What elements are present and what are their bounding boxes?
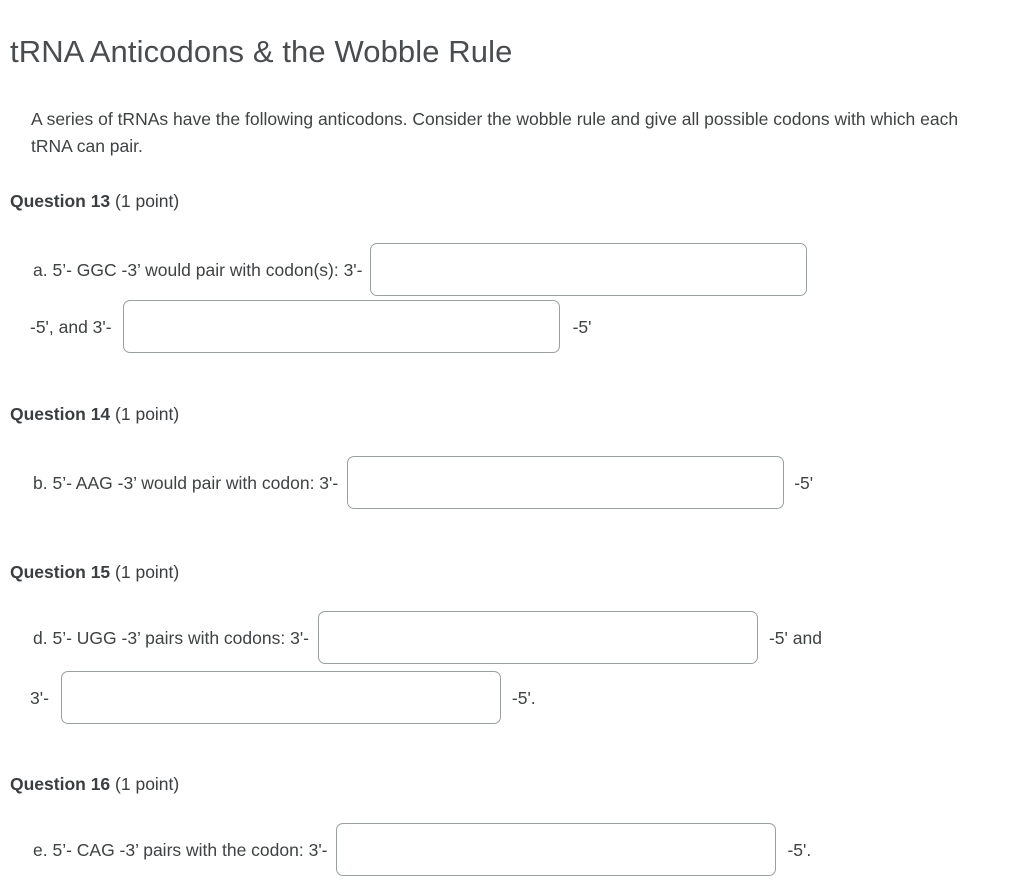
question-heading-15: Question 15 (1 point) (10, 560, 179, 584)
question-points-14: (1 point) (110, 404, 180, 424)
question-13-row-1: a. 5’- GGC -3’ would pair with codon(s):… (33, 243, 808, 296)
q15-row2-suffix: -5'. (511, 687, 536, 708)
question-13-row-2: -5', and 3'- -5' (30, 300, 592, 353)
q13-row1-prefix: a. 5’- GGC -3’ would pair with codon(s):… (33, 259, 363, 280)
question-15-row-2: 3'- -5'. (30, 671, 536, 724)
answer-input-16e-1[interactable] (336, 823, 777, 876)
question-label-13: Question 13 (10, 191, 111, 211)
question-label-15: Question 15 (10, 562, 111, 582)
question-16-row-1: e. 5’- CAG -3’ pairs with the codon: 3'-… (33, 823, 811, 876)
q15-row2-prefix: 3'- (30, 687, 49, 708)
answer-input-14b-1[interactable] (347, 456, 785, 509)
question-heading-16: Question 16 (1 point) (10, 772, 179, 796)
q16-row1-prefix: e. 5’- CAG -3’ pairs with the codon: 3'- (33, 839, 328, 860)
answer-input-15d-2[interactable] (60, 671, 501, 724)
question-label-16: Question 16 (10, 774, 111, 794)
q13-row2-suffix: -5' (572, 316, 592, 337)
answer-input-13a-1[interactable] (370, 243, 808, 296)
question-label-14: Question 14 (10, 404, 111, 424)
question-heading-13: Question 13 (1 point) (10, 189, 179, 213)
instructions-text: A series of tRNAs have the following ant… (31, 108, 959, 156)
question-points-13: (1 point) (110, 191, 180, 211)
answer-input-13a-2[interactable] (122, 300, 560, 353)
q15-row1-prefix: d. 5’- UGG -3’ pairs with codons: 3'- (33, 627, 309, 648)
answer-input-15d-1[interactable] (317, 611, 758, 664)
q15-row1-suffix: -5' and (768, 627, 822, 648)
q13-row2-prefix: -5', and 3'- (30, 316, 112, 337)
question-heading-14: Question 14 (1 point) (10, 402, 179, 426)
question-points-16: (1 point) (110, 774, 180, 794)
question-points-15: (1 point) (110, 562, 180, 582)
q14-row1-prefix: b. 5’- AAG -3’ would pair with codon: 3'… (33, 472, 339, 493)
page-title: tRNA Anticodons & the Wobble Rule (10, 33, 513, 69)
question-15-row-1: d. 5’- UGG -3’ pairs with codons: 3'- -5… (33, 611, 822, 664)
q14-row1-suffix: -5' (794, 472, 814, 493)
question-14-row-1: b. 5’- AAG -3’ would pair with codon: 3'… (33, 456, 813, 509)
q16-row1-suffix: -5'. (787, 839, 812, 860)
